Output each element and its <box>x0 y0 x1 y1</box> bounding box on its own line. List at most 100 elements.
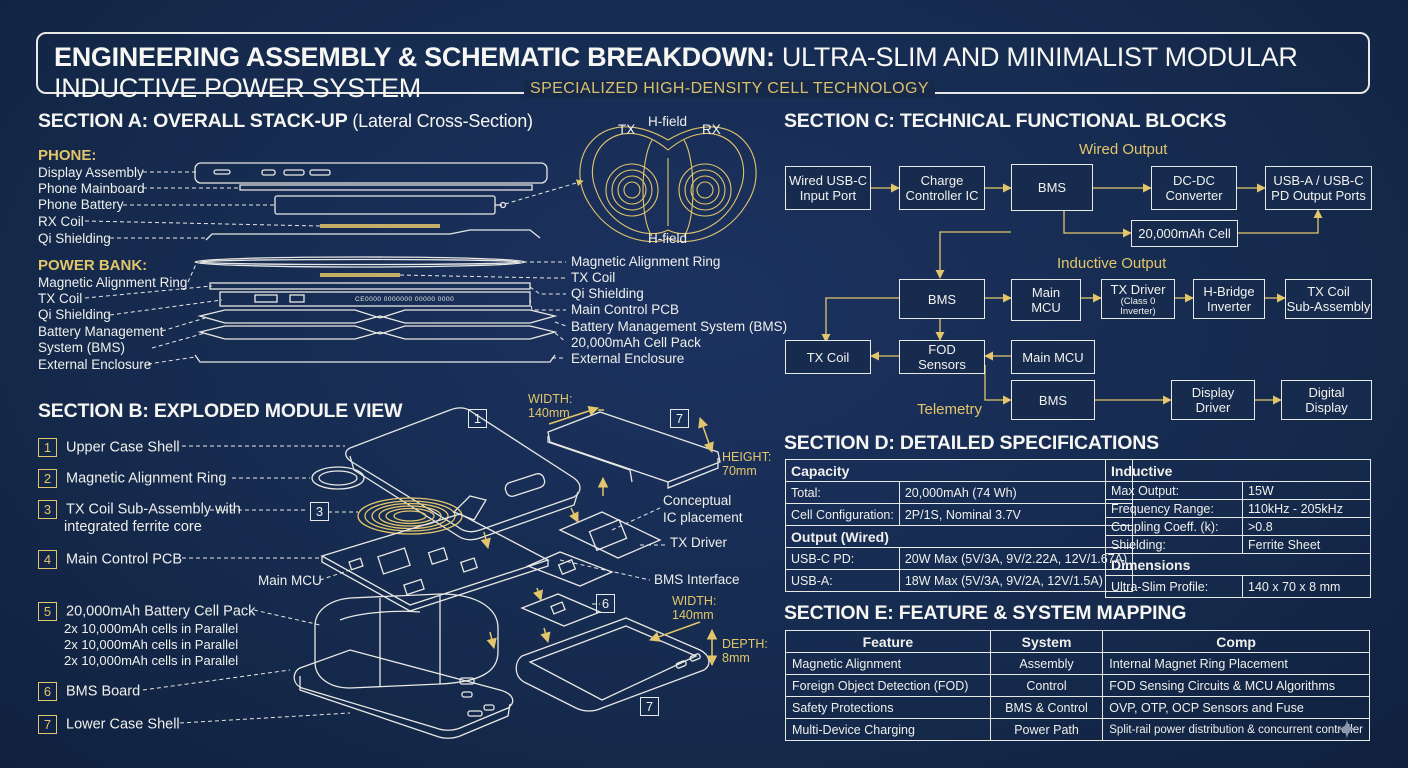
callout-tx-driver: TX Driver <box>670 535 727 550</box>
label-display-assembly: Display Assembly <box>38 165 144 180</box>
field-top-label: H-field <box>648 114 688 129</box>
block-bms-inductive: BMS <box>899 279 985 319</box>
table-row: Foreign Object Detection (FOD) Control F… <box>785 674 1370 697</box>
spec-table-left: Capacity Total:20,000mAh (74 Wh) Cell Co… <box>784 459 1134 592</box>
feature-cell: Safety Protections <box>785 696 991 719</box>
section-e-title: SECTION E: FEATURE & SYSTEM MAPPING <box>784 602 1187 624</box>
field-rx-label: RX <box>702 122 721 137</box>
system-cell: Assembly <box>989 652 1104 675</box>
dim-depth: DEPTH:8mm <box>722 637 768 665</box>
right-label-enclosure: External Enclosure <box>571 351 685 366</box>
spec-cell: Coupling Coeff. (k): <box>1105 517 1243 536</box>
label-bms-1: Battery Management <box>38 324 164 339</box>
spec-cell: Frequency Range: <box>1105 499 1243 518</box>
section-d-title: SECTION D: DETAILED SPECIFICATIONS <box>784 432 1159 454</box>
callout-bms-interface: BMS Interface <box>654 572 740 587</box>
section-b-title: SECTION B: EXPLODED MODULE VIEW <box>38 400 403 422</box>
block-cell: 20,000mAh Cell <box>1131 220 1238 247</box>
label-external-enclosure: External Enclosure <box>38 357 152 372</box>
comp-header: Comp <box>1102 630 1370 653</box>
callout-main-mcu: Main MCU <box>258 573 322 588</box>
comp-cell: Split-rail power distribution & concurre… <box>1102 718 1370 741</box>
feature-cell: Multi-Device Charging <box>785 718 991 741</box>
marker-3: 3 <box>310 502 329 521</box>
label-phone-mainboard: Phone Mainboard <box>38 181 145 196</box>
right-label-tx-coil: TX Coil <box>571 270 616 285</box>
label-qi-shielding-phone: Qi Shielding <box>38 231 111 246</box>
wired-output-heading: Wired Output <box>1079 141 1168 158</box>
spec-cell: 2P/1S, Nominal 3.7V <box>898 503 1134 526</box>
spec-dimensions-heading: Dimensions <box>1105 553 1371 576</box>
marker-1: 1 <box>468 409 487 428</box>
spec-cell: 18W Max (5V/3A, 9V/2A, 12V/1.5A) <box>898 569 1134 592</box>
system-header: System <box>989 630 1104 653</box>
table-row: Safety Protections BMS & Control OVP, OT… <box>785 696 1370 719</box>
block-bms-telemetry: BMS <box>1011 380 1095 420</box>
comp-cell: FOD Sensing Circuits & MCU Algorithms <box>1102 674 1370 697</box>
callout-conceptual: Conceptual <box>663 493 732 508</box>
block-main-mcu-2: Main MCU <box>1011 340 1095 374</box>
inductive-output-heading: Inductive Output <box>1057 255 1167 272</box>
item-battery-line2: 2x 10,000mAh cells in Parallel <box>64 621 239 636</box>
spec-inductive-heading: Inductive <box>1105 459 1371 482</box>
marker-7-bottom: 7 <box>640 697 659 716</box>
spec-cell: USB-C PD: <box>785 547 900 570</box>
label-bms-2: System (BMS) <box>38 340 126 355</box>
field-tx-label: TX <box>618 122 636 137</box>
spec-cell: Cell Configuration: <box>785 503 900 526</box>
feature-cell: Magnetic Alignment <box>785 652 991 675</box>
spec-cell: Total: <box>785 481 900 504</box>
label-phone-battery: Phone Battery <box>38 197 124 212</box>
marker-6: 6 <box>596 594 615 613</box>
spec-cell: Shielding: <box>1105 535 1243 554</box>
page-title: ENGINEERING ASSEMBLY & SCHEMATIC BREAKDO… <box>54 42 1298 103</box>
pcb-markings: CE0000 0000000 00000 0000 <box>355 296 455 303</box>
comp-cell: OVP, OTP, OCP Sensors and Fuse <box>1102 696 1370 719</box>
item-tx-coil-line2: integrated ferrite core <box>64 519 202 535</box>
dim-width-bottom: WIDTH:140mm <box>672 594 717 622</box>
section-c-title: SECTION C: TECHNICAL FUNCTIONAL BLOCKS <box>784 110 1227 132</box>
spec-cell: 20,000mAh (74 Wh) <box>898 481 1134 504</box>
spec-table-right: Inductive Max Output:15W Frequency Range… <box>1105 459 1371 598</box>
dim-width-top: WIDTH:140mm <box>528 392 573 420</box>
system-cell: Power Path <box>989 718 1104 741</box>
right-label-magnetic-ring: Magnetic Alignment Ring <box>571 254 721 269</box>
feature-cell: Foreign Object Detection (FOD) <box>785 674 991 697</box>
system-cell: Control <box>989 674 1104 697</box>
right-label-main-pcb: Main Control PCB <box>571 302 680 317</box>
spec-cell: 15W <box>1242 481 1371 500</box>
feature-header: Feature <box>785 630 991 653</box>
spec-cell: Ferrite Sheet <box>1242 535 1371 554</box>
spec-cell: 110kHz - 205kHz <box>1242 499 1371 518</box>
table-row: Multi-Device Charging Power Path Split-r… <box>785 718 1370 741</box>
spec-capacity-heading: Capacity <box>784 459 1134 482</box>
right-label-bms: Battery Management System (BMS) <box>571 319 788 334</box>
table-row: Magnetic Alignment Assembly Internal Mag… <box>785 652 1370 675</box>
dim-height: HEIGHT:70mm <box>722 450 772 478</box>
spec-cell: 140 x 70 x 8 mm <box>1242 575 1371 598</box>
spec-cell: Max Output: <box>1105 481 1243 500</box>
spec-cell: Ultra-Slim Profile: <box>1105 575 1243 598</box>
label-tx-coil: TX Coil <box>38 291 83 306</box>
feature-table: Feature System Comp Magnetic Alignment A… <box>785 630 1370 741</box>
spec-cell: USB-A: <box>785 569 900 592</box>
block-bms-wired: BMS <box>1011 164 1093 211</box>
phone-heading: PHONE: <box>38 147 97 164</box>
item-battery-line4: 2x 10,000mAh cells in Parallel <box>64 653 239 668</box>
